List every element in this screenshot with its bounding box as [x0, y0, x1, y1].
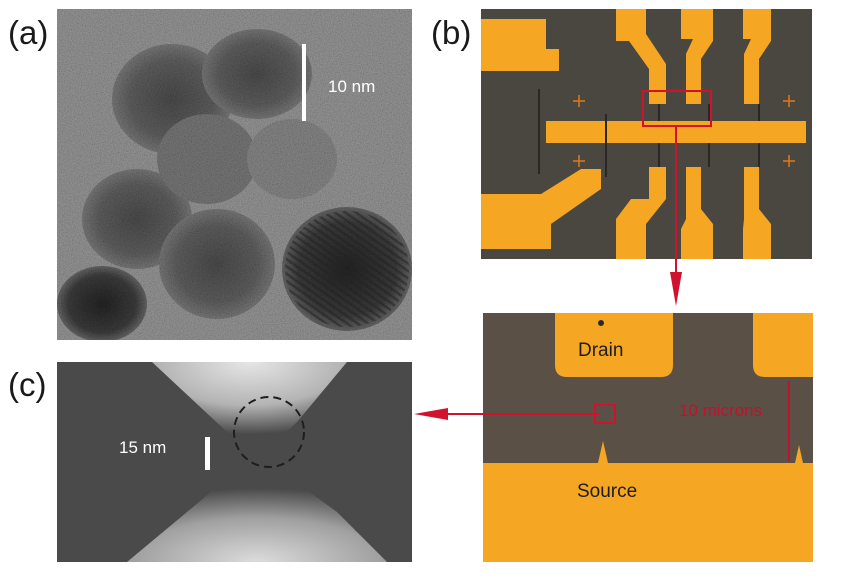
tem-image-panel: 10 nm: [57, 9, 412, 340]
scale-label-10nm: 10 nm: [328, 77, 376, 96]
channel-zoom-image: [483, 313, 813, 562]
source-label: Source: [577, 481, 638, 502]
drain-label: Drain: [578, 340, 624, 361]
tem-micrograph: [57, 9, 412, 340]
sem-gap-panel: 15 nm: [57, 362, 412, 562]
zoom-region-box: [642, 90, 712, 127]
zoom-arrowhead: [670, 272, 682, 306]
device-overview-panel: [481, 9, 812, 259]
scale-bar-15nm: [205, 437, 210, 470]
electrode-array-image: [481, 9, 812, 259]
scale-label-15nm: 15 nm: [119, 438, 167, 457]
panel-label-a: (a): [8, 14, 49, 51]
nanogap-micrograph: [57, 362, 412, 562]
panel-label-c: (c): [8, 366, 47, 403]
gap-measure-label: 10 microns: [679, 401, 763, 420]
gap-marker-circle: [233, 396, 305, 468]
device-zoom-panel: Drain Source 10 microns: [483, 313, 813, 562]
panel-label-b: (b): [431, 14, 472, 51]
scale-bar-10nm: [302, 44, 306, 121]
gap-arrowhead: [414, 408, 448, 420]
